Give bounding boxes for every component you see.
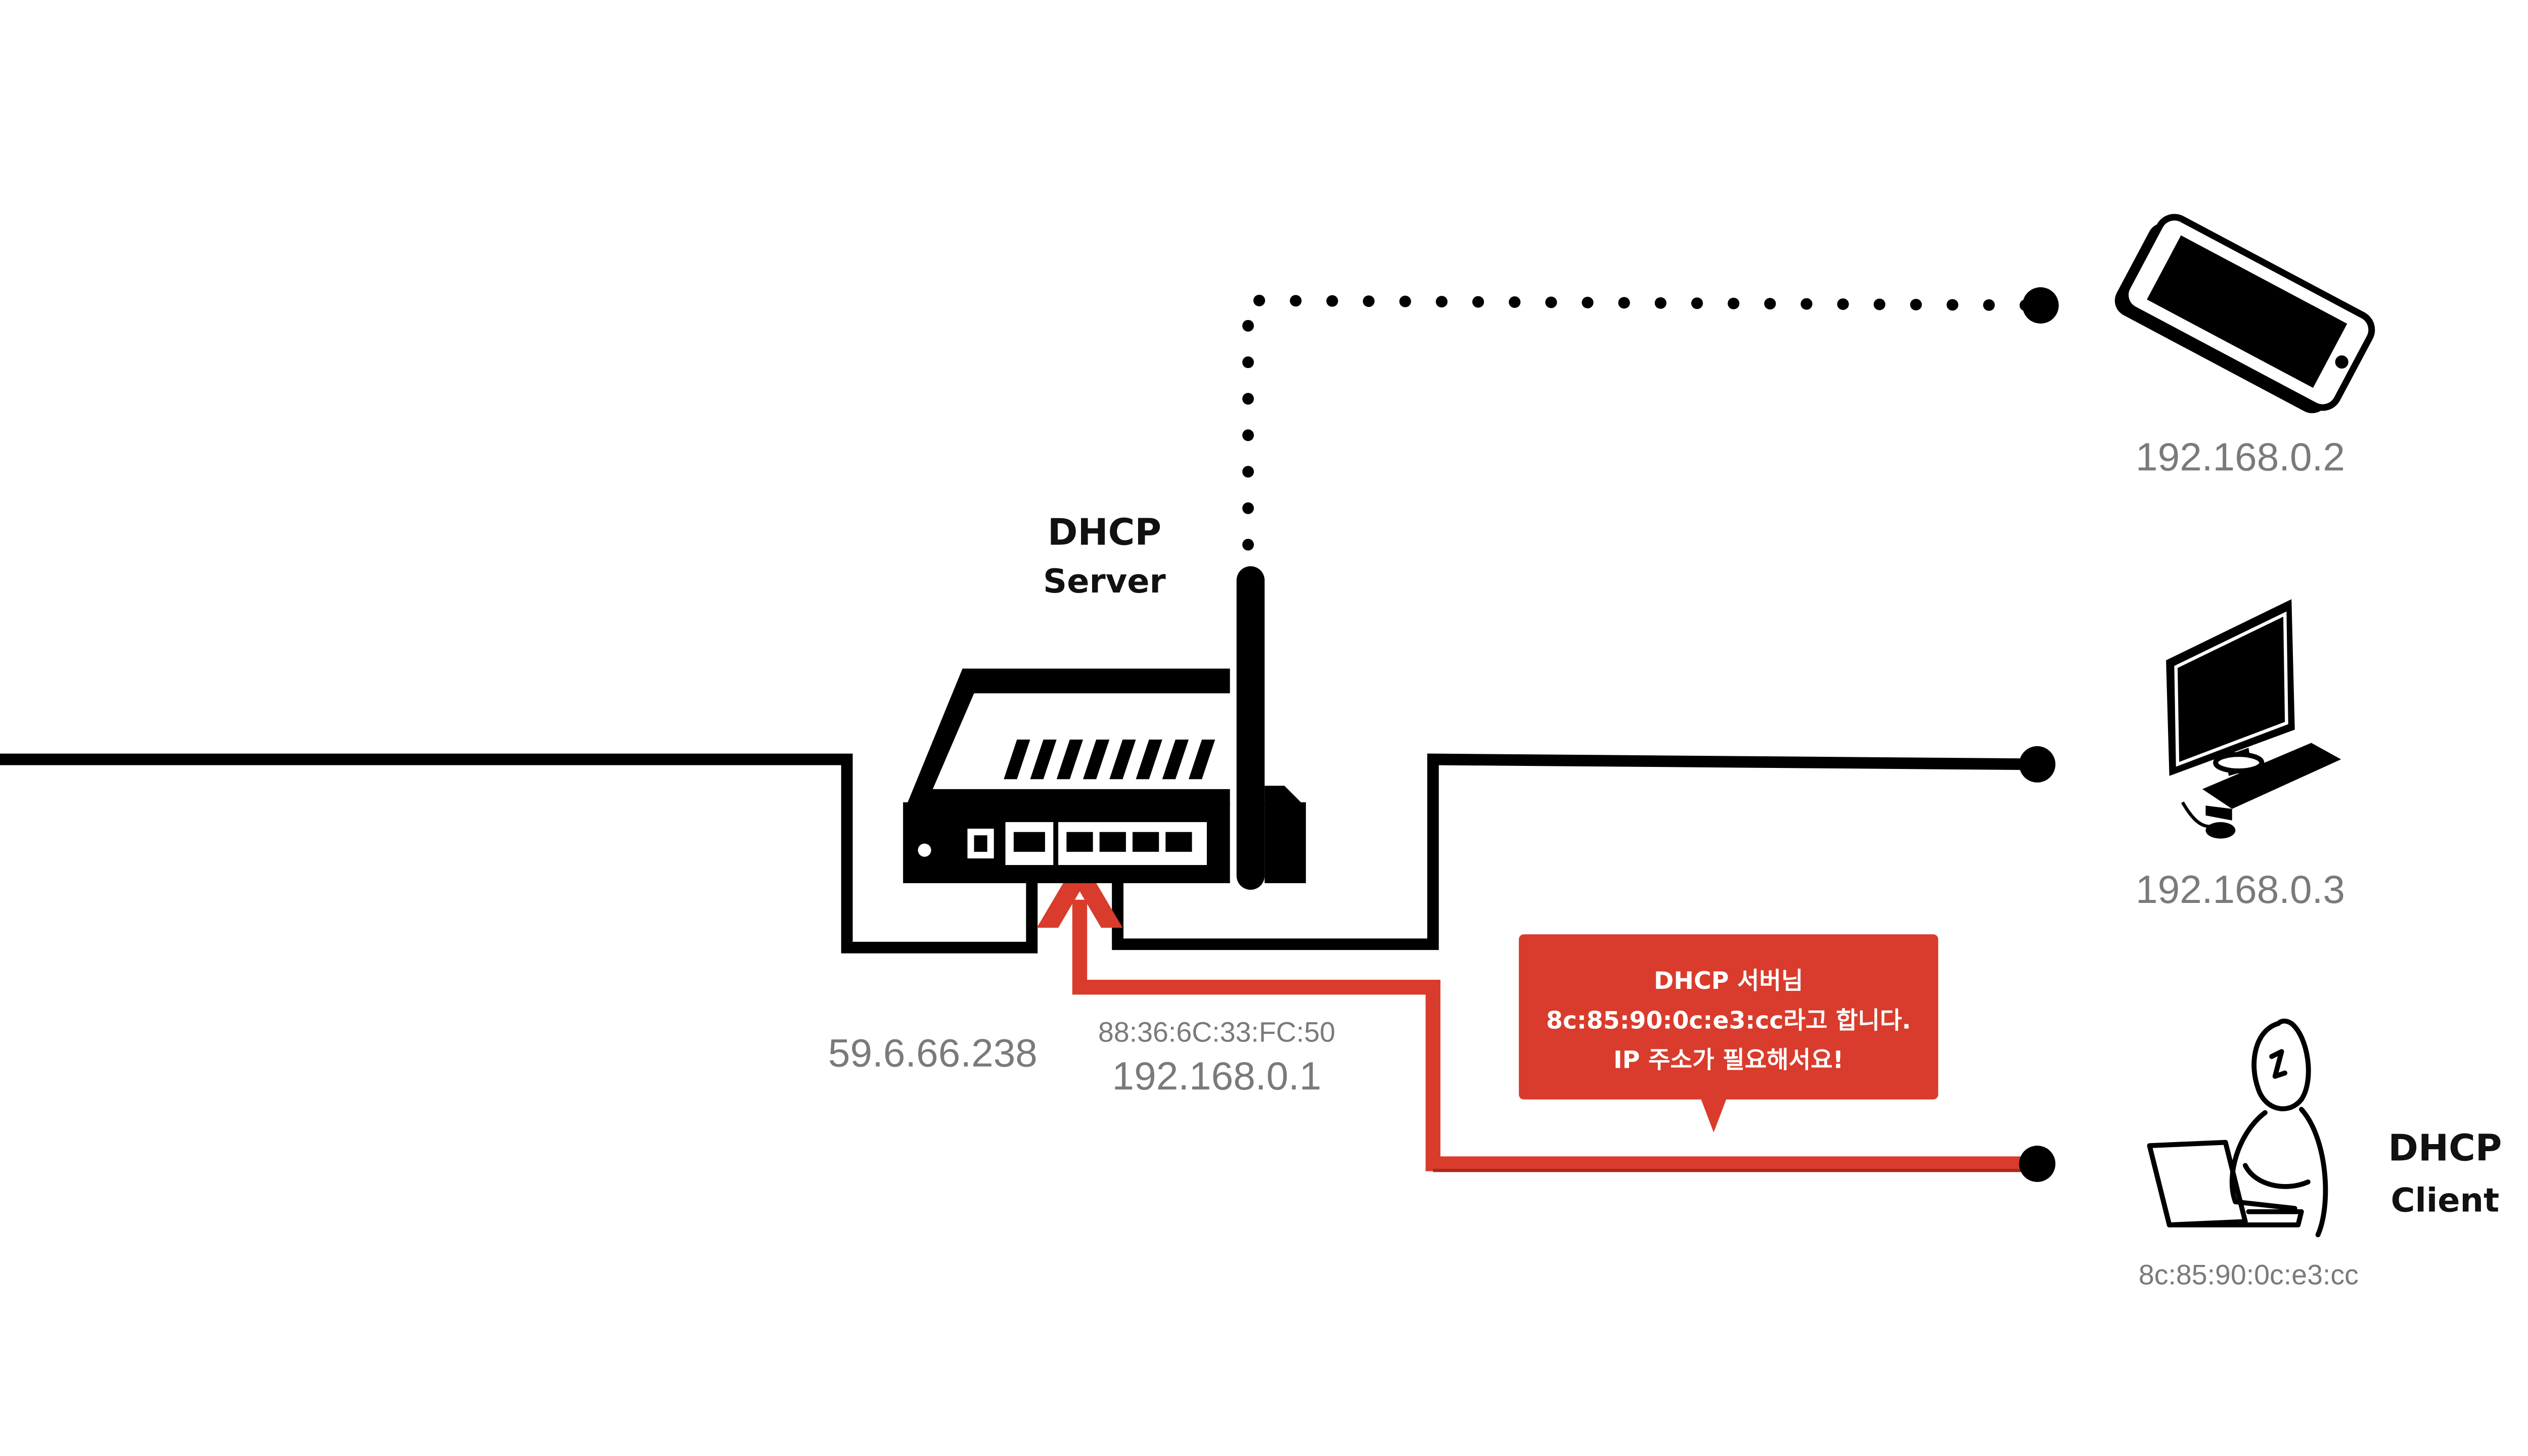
bubble-line-2: 8c:85:90:0c:e3:cc라고 합니다. [1546, 1007, 1911, 1034]
server-lan-mac: 88:36:6C:33:FC:50 [1098, 1016, 1335, 1048]
bubble-line-1: DHCP 서버님 [1654, 967, 1803, 995]
desktop-endpoint [2019, 746, 2056, 783]
dhcp-request-path [1072, 899, 2038, 1171]
desktop-ip: 192.168.0.3 [2136, 867, 2345, 912]
bubble-line-3: IP 주소가 필요해서요! [1613, 1046, 1843, 1074]
server-title-line1: DHCP [1048, 511, 1161, 554]
client-endpoint [2019, 1146, 2056, 1182]
wan-cable [0, 753, 1038, 953]
server-lan-ip: 192.168.0.1 [1112, 1054, 1322, 1098]
request-arrow-head [1036, 855, 1123, 928]
phone-endpoint [2022, 287, 2059, 324]
router-icon [903, 566, 1306, 890]
desktop-computer-icon [2166, 599, 2341, 839]
smartphone-icon [2114, 214, 2375, 414]
client-title-line2: Client [2391, 1181, 2500, 1220]
phone-ip: 192.168.0.2 [2136, 435, 2345, 479]
server-wan-ip: 59.6.66.238 [828, 1030, 1037, 1075]
wireless-link-phone [1242, 294, 2047, 551]
client-title-line1: DHCP [2388, 1127, 2502, 1169]
person-laptop-icon [2147, 1018, 2328, 1238]
request-message-bubble: DHCP 서버님 8c:85:90:0c:e3:cc라고 합니다. IP 주소가… [1519, 934, 1938, 1132]
lan-cable-desktop [1112, 753, 2038, 950]
server-title-line2: Server [1043, 562, 1166, 601]
client-mac: 8c:85:90:0c:e3:cc [2139, 1259, 2359, 1290]
